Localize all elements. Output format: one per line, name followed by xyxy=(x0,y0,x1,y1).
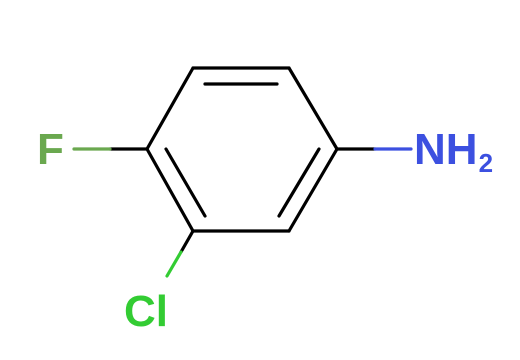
double-bond-inner-left xyxy=(164,147,207,218)
chlorine-atom-label: Cl xyxy=(124,287,168,336)
amine-group-label: NH2 xyxy=(414,125,493,178)
bond-c-cl-carbon-half xyxy=(179,229,195,254)
ring-bond-c6-c1 xyxy=(145,66,195,151)
ring-bond-c3-c4 xyxy=(287,147,339,233)
double-bond-inner-right xyxy=(277,147,321,218)
ring-bond-c5-c6 xyxy=(145,147,195,233)
fluorine-atom-label: F xyxy=(37,125,64,174)
bond-c-cl-chlorine-half xyxy=(165,250,183,278)
amine-subscript: 2 xyxy=(479,148,493,178)
amine-nh-text: NH xyxy=(414,125,478,174)
ring-bond-c2-c3 xyxy=(287,66,339,151)
